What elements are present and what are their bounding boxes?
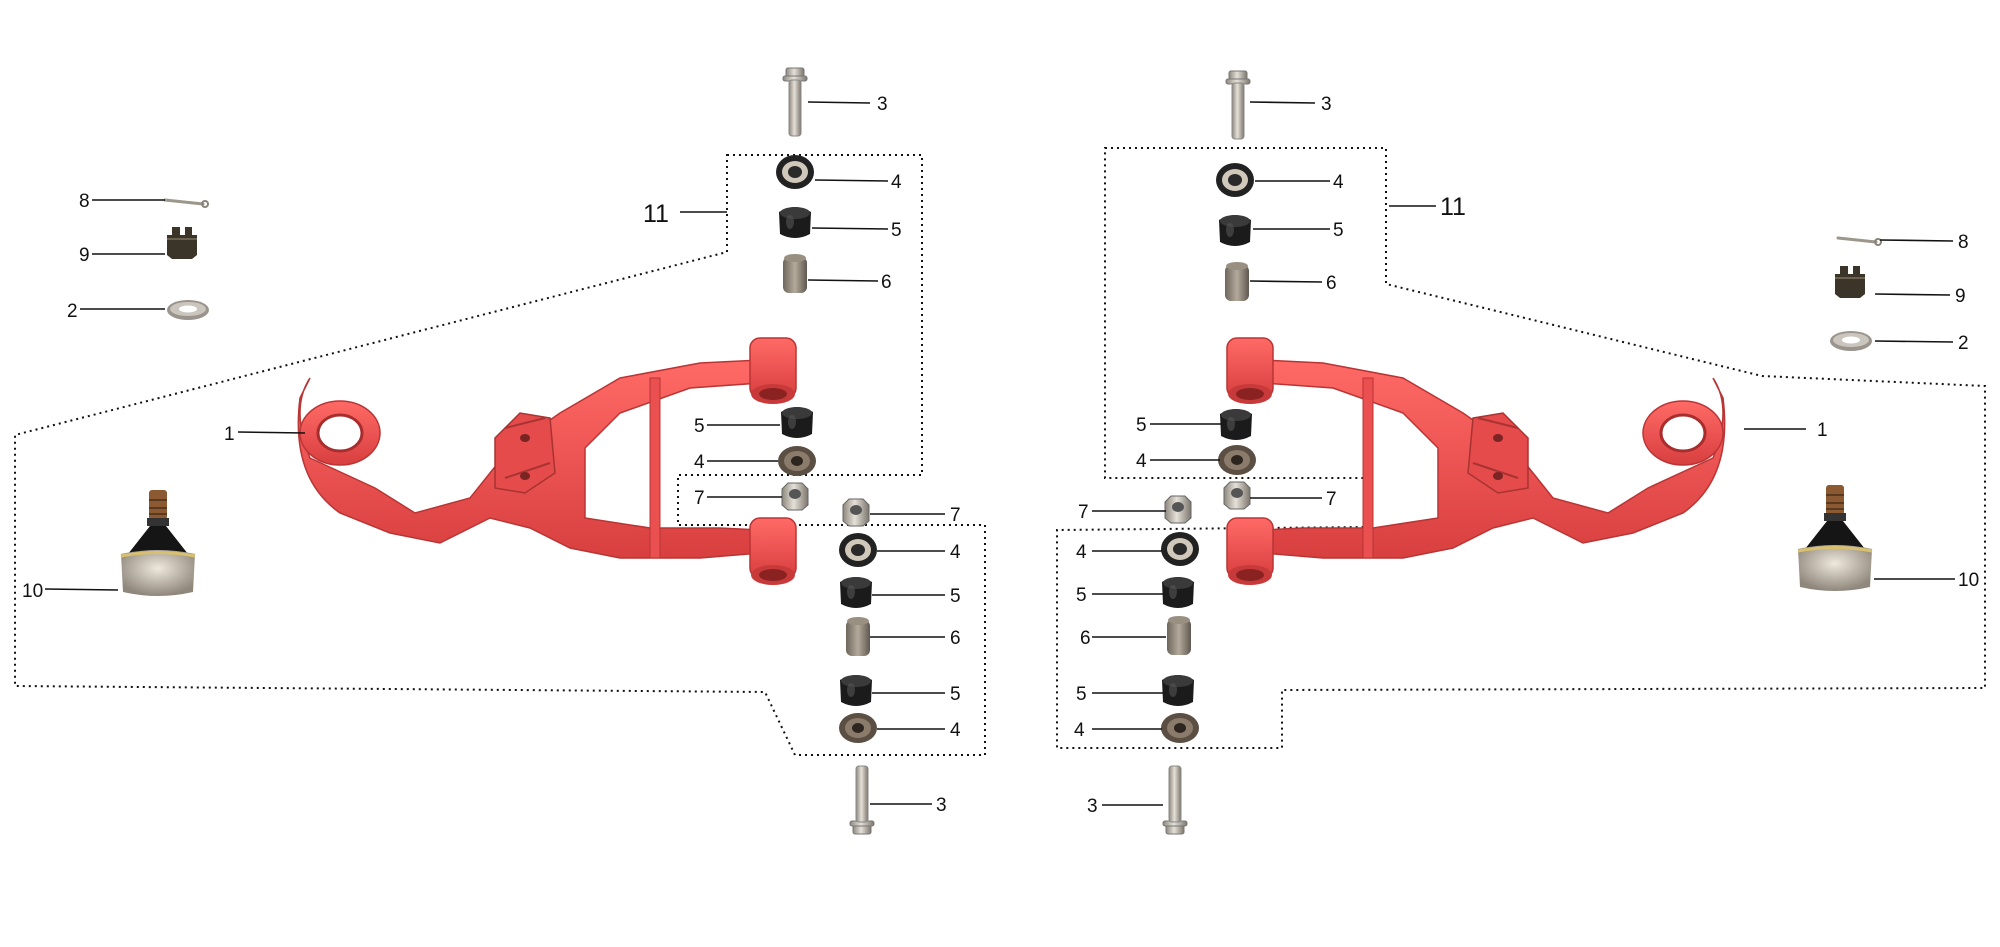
label-bushing-cap: 4 xyxy=(1136,451,1147,472)
washer-ring-icon xyxy=(776,155,814,189)
rubber-bushing-icon xyxy=(1162,577,1194,608)
washer-ring-icon xyxy=(1218,445,1256,475)
label-assembly: 11 xyxy=(1440,193,1466,221)
label-bolt: 3 xyxy=(1321,94,1332,115)
label-washer: 2 xyxy=(1958,333,1969,354)
label-sleeve: 6 xyxy=(881,272,892,293)
label-sleeve: 6 xyxy=(950,628,961,649)
nut-icon xyxy=(781,482,809,511)
cotter-pin-icon xyxy=(1836,236,1883,247)
nut-icon xyxy=(1164,495,1192,524)
rubber-bushing-icon xyxy=(1219,215,1251,246)
ball-joint-icon xyxy=(1796,483,1874,593)
flat-washer-icon xyxy=(167,300,209,320)
castle-nut-icon xyxy=(166,226,198,260)
ball-joint-icon xyxy=(119,488,197,598)
nut-icon xyxy=(842,498,870,527)
washer-ring-icon xyxy=(839,713,877,743)
washer-ring-icon xyxy=(1161,532,1199,566)
leader-lines xyxy=(44,101,1955,806)
label-bushing: 5 xyxy=(1333,220,1344,241)
assembly-outline-right xyxy=(1056,147,1986,749)
label-ball-joint: 10 xyxy=(22,581,43,602)
label-cotter-pin: 8 xyxy=(79,191,90,212)
label-bushing: 5 xyxy=(950,586,961,607)
label-ball-joint: 10 xyxy=(1958,570,1979,591)
label-bolt: 3 xyxy=(936,795,947,816)
nut-icon xyxy=(1223,481,1251,510)
label-sleeve: 6 xyxy=(1080,628,1091,649)
label-bushing: 5 xyxy=(694,416,705,437)
label-bushing-cap: 4 xyxy=(1076,542,1087,563)
rubber-bushing-icon xyxy=(840,577,872,608)
cotter-pin-icon xyxy=(163,198,210,209)
label-nut: 7 xyxy=(1078,502,1089,523)
label-bushing: 5 xyxy=(950,684,961,705)
assembly-outline-left xyxy=(14,154,986,756)
label-bushing: 5 xyxy=(1076,585,1087,606)
label-bushing-cap: 4 xyxy=(950,720,961,741)
label-bolt: 3 xyxy=(877,94,888,115)
sleeve-icon xyxy=(846,617,870,656)
control-arm-right xyxy=(1225,336,1727,587)
rubber-bushing-icon xyxy=(840,675,872,706)
washer-ring-icon xyxy=(1216,163,1254,197)
washer-ring-icon xyxy=(778,446,816,476)
rubber-bushing-icon xyxy=(1162,675,1194,706)
rubber-bushing-icon xyxy=(779,207,811,238)
label-washer: 2 xyxy=(67,301,78,322)
label-cotter-pin: 8 xyxy=(1958,232,1969,253)
label-sleeve: 6 xyxy=(1326,273,1337,294)
rubber-bushing-icon xyxy=(1220,409,1252,440)
bolt-icon xyxy=(1162,765,1188,835)
label-bushing-cap: 4 xyxy=(1074,720,1085,741)
sleeve-icon xyxy=(1225,262,1249,301)
label-nut: 7 xyxy=(1326,489,1337,510)
label-arm: 1 xyxy=(1817,420,1828,441)
sleeve-icon xyxy=(783,254,807,293)
washer-ring-icon xyxy=(1161,713,1199,743)
label-bushing-cap: 4 xyxy=(950,542,961,563)
sleeve-icon xyxy=(1167,616,1191,655)
bolt-icon xyxy=(782,67,808,137)
label-assembly: 11 xyxy=(643,200,669,228)
label-bushing: 5 xyxy=(1136,415,1147,436)
label-bushing-cap: 4 xyxy=(1333,172,1344,193)
label-bushing: 5 xyxy=(891,220,902,241)
label-bushing-cap: 4 xyxy=(891,172,902,193)
label-bushing: 5 xyxy=(1076,684,1087,705)
label-castle-nut: 9 xyxy=(1955,286,1966,307)
label-castle-nut: 9 xyxy=(79,245,90,266)
bolt-icon xyxy=(1225,70,1251,140)
label-bolt: 3 xyxy=(1087,796,1098,817)
washer-ring-icon xyxy=(839,533,877,567)
bolt-icon xyxy=(849,765,875,835)
label-nut: 7 xyxy=(694,488,705,509)
flat-washer-icon xyxy=(1830,331,1872,351)
label-bushing-cap: 4 xyxy=(694,452,705,473)
rubber-bushing-icon xyxy=(781,407,813,438)
label-arm: 1 xyxy=(224,424,235,445)
castle-nut-icon xyxy=(1834,265,1866,299)
label-nut: 7 xyxy=(950,505,961,526)
